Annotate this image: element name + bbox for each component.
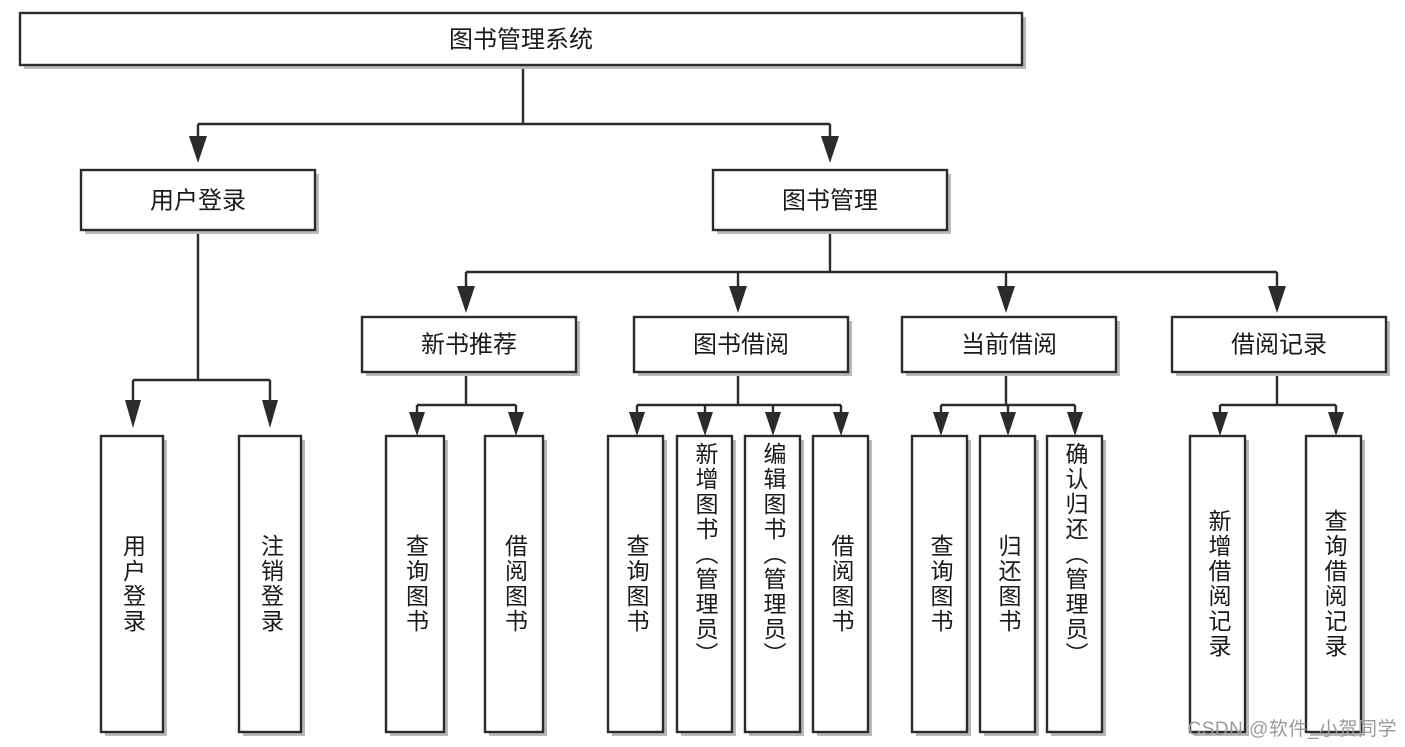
node-book-manage-box[interactable] bbox=[711, 168, 949, 232]
arrow-head-leaf-edit-book-admin bbox=[765, 412, 781, 436]
arrow-head-borrow-record bbox=[1268, 286, 1286, 313]
node-book-manage-label: 图书管理 bbox=[782, 187, 878, 214]
arrow-head-leaf-query-book-1 bbox=[409, 412, 425, 436]
arrow-head-leaf-query-record bbox=[1328, 412, 1344, 436]
node-borrow-record-label: 借阅记录 bbox=[1231, 331, 1327, 358]
node-current-borrow-label: 当前借阅 bbox=[961, 331, 1057, 358]
watermark-text: CSDN @软件_小贺同学 bbox=[1187, 719, 1397, 740]
node-book-borrow-label: 图书借阅 bbox=[693, 331, 789, 358]
connector-group-root bbox=[189, 69, 839, 163]
leaf-user-login-box[interactable] bbox=[99, 434, 165, 734]
leaf-query-book-2-box[interactable] bbox=[606, 434, 665, 734]
leaf-query-book-3-box[interactable] bbox=[910, 434, 969, 734]
node-new-book-rec[interactable]: 新书推荐 bbox=[360, 315, 580, 376]
node-user-login-label: 用户登录 bbox=[150, 187, 246, 214]
arrow-head-leaf-query-book-3 bbox=[933, 412, 949, 436]
arrow-head-leaf-query-book-2 bbox=[629, 412, 645, 436]
leaf-logout-box[interactable] bbox=[237, 434, 303, 734]
node-root[interactable]: 图书管理系统 bbox=[18, 11, 1026, 69]
node-user-login-box[interactable] bbox=[79, 168, 317, 232]
node-borrow-record[interactable]: 借阅记录 bbox=[1170, 315, 1390, 376]
leaf-edit-book-admin-box[interactable] bbox=[743, 434, 802, 734]
node-book-manage[interactable]: 图书管理 bbox=[711, 168, 951, 234]
connector-group-new-book-rec bbox=[409, 375, 524, 436]
connector-group-user-login bbox=[125, 233, 278, 428]
leaf-return-book-box[interactable] bbox=[978, 434, 1037, 734]
node-root-box[interactable] bbox=[18, 11, 1024, 67]
arrow-head-leaf-add-book-admin bbox=[697, 412, 713, 436]
arrow-head-leaf-return-book bbox=[1000, 412, 1016, 436]
arrow-head-leaf-user-login bbox=[125, 400, 141, 428]
node-current-borrow[interactable]: 当前借阅 bbox=[900, 315, 1120, 376]
node-borrow-record-box[interactable] bbox=[1170, 315, 1388, 374]
connector-group-book-manage bbox=[457, 233, 1286, 313]
arrow-head-leaf-confirm-return bbox=[1067, 412, 1083, 436]
node-new-book-rec-box[interactable] bbox=[360, 315, 578, 374]
node-current-borrow-box[interactable] bbox=[900, 315, 1118, 374]
node-book-borrow-box[interactable] bbox=[632, 315, 850, 374]
leaf-boxes-group bbox=[99, 434, 1365, 736]
arrow-head-leaf-borrow-book-2 bbox=[833, 412, 849, 436]
node-user-login[interactable]: 用户登录 bbox=[79, 168, 319, 234]
arrow-head-new-book-rec bbox=[457, 286, 475, 313]
connector-group-borrow-record bbox=[1212, 375, 1344, 436]
arrow-head-leaf-borrow-book-1 bbox=[508, 412, 524, 436]
arrow-head-leaf-logout bbox=[262, 400, 278, 428]
leaf-add-book-admin-box[interactable] bbox=[675, 434, 734, 734]
connector-group-current-borrow bbox=[933, 375, 1083, 436]
arrow-head-leaf-add-record bbox=[1212, 412, 1228, 436]
leaf-add-record-box[interactable] bbox=[1188, 434, 1247, 734]
leaf-query-record-box[interactable] bbox=[1304, 434, 1363, 734]
node-new-book-rec-label: 新书推荐 bbox=[421, 331, 517, 358]
leaf-confirm-return-box[interactable] bbox=[1045, 434, 1104, 734]
arrow-head-book-manage bbox=[821, 136, 839, 163]
leaf-query-book-1-box[interactable] bbox=[384, 434, 446, 734]
node-book-borrow[interactable]: 图书借阅 bbox=[632, 315, 852, 376]
arrow-head-book-borrow bbox=[729, 286, 747, 313]
leaf-borrow-book-1-box[interactable] bbox=[483, 434, 545, 734]
arrow-head-user-login bbox=[189, 136, 207, 163]
leaf-borrow-book-2-box[interactable] bbox=[811, 434, 870, 734]
connector-group-book-borrow bbox=[629, 375, 849, 436]
arrow-head-current-borrow bbox=[997, 286, 1015, 313]
node-root-label: 图书管理系统 bbox=[449, 26, 593, 53]
